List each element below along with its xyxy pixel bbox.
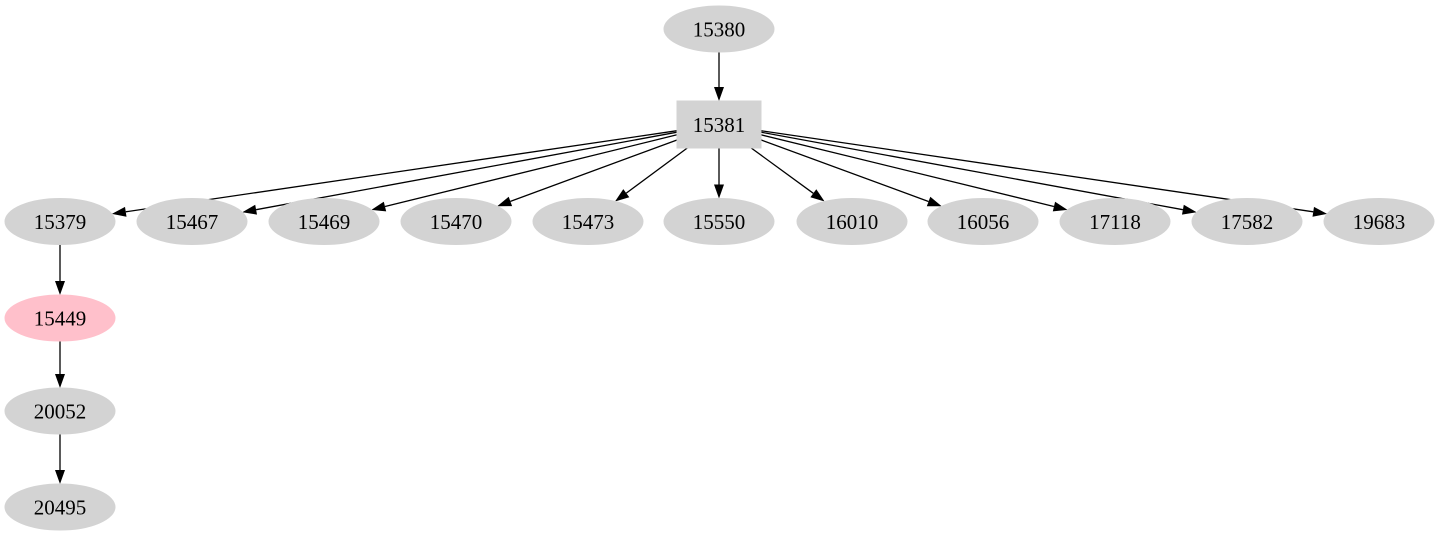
edge-15381-17118: [760, 134, 1068, 212]
edge-15379-15449: [55, 244, 65, 295]
edge-line: [510, 139, 678, 203]
node-label: 17582: [1221, 210, 1274, 234]
node-15381: 15381: [676, 100, 762, 149]
edge-line: [125, 130, 678, 213]
node-15473: 15473: [532, 198, 644, 245]
edge-arrowhead: [1182, 204, 1197, 215]
edge-line: [760, 134, 1055, 208]
node-label: 15379: [34, 210, 87, 234]
ellipse-shape: [4, 483, 116, 531]
edge-arrowhead: [55, 374, 65, 388]
edge-line: [625, 147, 688, 194]
edge-arrowhead: [1052, 201, 1068, 212]
edge-line: [255, 131, 678, 211]
ellipse-shape: [663, 198, 775, 245]
edge-line: [760, 130, 1314, 213]
node-16056: 16056: [927, 198, 1039, 245]
ellipse-shape: [136, 198, 248, 245]
ellipse-shape: [663, 5, 775, 53]
edge-15381-16056: [760, 139, 942, 207]
edge-20052-20495: [55, 434, 65, 484]
node-label: 17118: [1089, 210, 1141, 234]
edge-arrowhead: [111, 206, 127, 217]
node-label: 15470: [430, 210, 483, 234]
edge-arrowhead: [55, 470, 65, 484]
edge-arrowhead: [55, 281, 65, 295]
edge-15381-15379: [111, 130, 678, 217]
node-20052: 20052: [4, 387, 116, 435]
edge-line: [760, 139, 929, 203]
edge-line: [750, 147, 814, 194]
edge-arrowhead: [371, 201, 387, 212]
edge-15381-15473: [615, 147, 688, 202]
ellipse-shape: [268, 198, 380, 245]
node-15379: 15379: [4, 198, 116, 245]
edge-15381-16010: [750, 147, 825, 202]
box-shape: [676, 100, 762, 149]
edges-layer: [55, 52, 1328, 484]
node-label: 15467: [166, 210, 219, 234]
ellipse-shape: [796, 198, 908, 245]
ellipse-shape: [1059, 198, 1171, 245]
node-label: 16010: [826, 210, 879, 234]
ellipse-shape: [4, 387, 116, 435]
edge-15381-15469: [371, 134, 678, 212]
edge-15381-19683: [760, 130, 1328, 217]
ellipse-shape: [400, 198, 512, 245]
ellipse-shape: [532, 198, 644, 245]
node-15380: 15380: [663, 5, 775, 53]
node-label: 15449: [34, 306, 87, 330]
edge-15381-17582: [760, 131, 1197, 215]
ellipse-shape: [1323, 198, 1435, 245]
edge-15381-15550: [714, 148, 724, 199]
node-label: 15550: [693, 210, 746, 234]
edge-line: [760, 131, 1184, 211]
edge-arrowhead: [497, 196, 513, 207]
ellipse-shape: [4, 294, 116, 342]
edge-15449-20052: [55, 341, 65, 388]
node-label: 20052: [34, 399, 87, 423]
node-15550: 15550: [663, 198, 775, 245]
node-15449: 15449: [4, 294, 116, 342]
ellipse-shape: [1191, 198, 1303, 245]
edge-arrowhead: [926, 196, 942, 207]
node-label: 15380: [693, 17, 746, 41]
edge-15381-15470: [497, 139, 678, 207]
edge-arrowhead: [242, 204, 257, 215]
edge-arrowhead: [714, 87, 724, 101]
node-15467: 15467: [136, 198, 248, 245]
edge-15380-15381: [714, 52, 724, 101]
node-label: 16056: [957, 210, 1010, 234]
node-15469: 15469: [268, 198, 380, 245]
node-label: 15469: [298, 210, 351, 234]
node-15470: 15470: [400, 198, 512, 245]
edge-arrowhead: [810, 189, 825, 202]
edge-arrowhead: [615, 189, 630, 202]
ellipse-shape: [4, 198, 116, 245]
node-label: 15473: [562, 210, 615, 234]
node-16010: 16010: [796, 198, 908, 245]
node-label: 15381: [693, 113, 746, 137]
node-17582: 17582: [1191, 198, 1303, 245]
nodes-layer: 15380 15381 15379 15467 15469 15470 15473 15550…: [4, 5, 1435, 531]
ellipse-shape: [927, 198, 1039, 245]
node-label: 19683: [1353, 210, 1406, 234]
edge-line: [384, 134, 678, 208]
edge-arrowhead: [714, 184, 724, 199]
edge-15381-15467: [242, 131, 678, 215]
node-label: 20495: [34, 495, 87, 519]
edge-arrowhead: [1312, 206, 1328, 217]
node-19683: 19683: [1323, 198, 1435, 245]
node-20495: 20495: [4, 483, 116, 531]
node-17118: 17118: [1059, 198, 1171, 245]
